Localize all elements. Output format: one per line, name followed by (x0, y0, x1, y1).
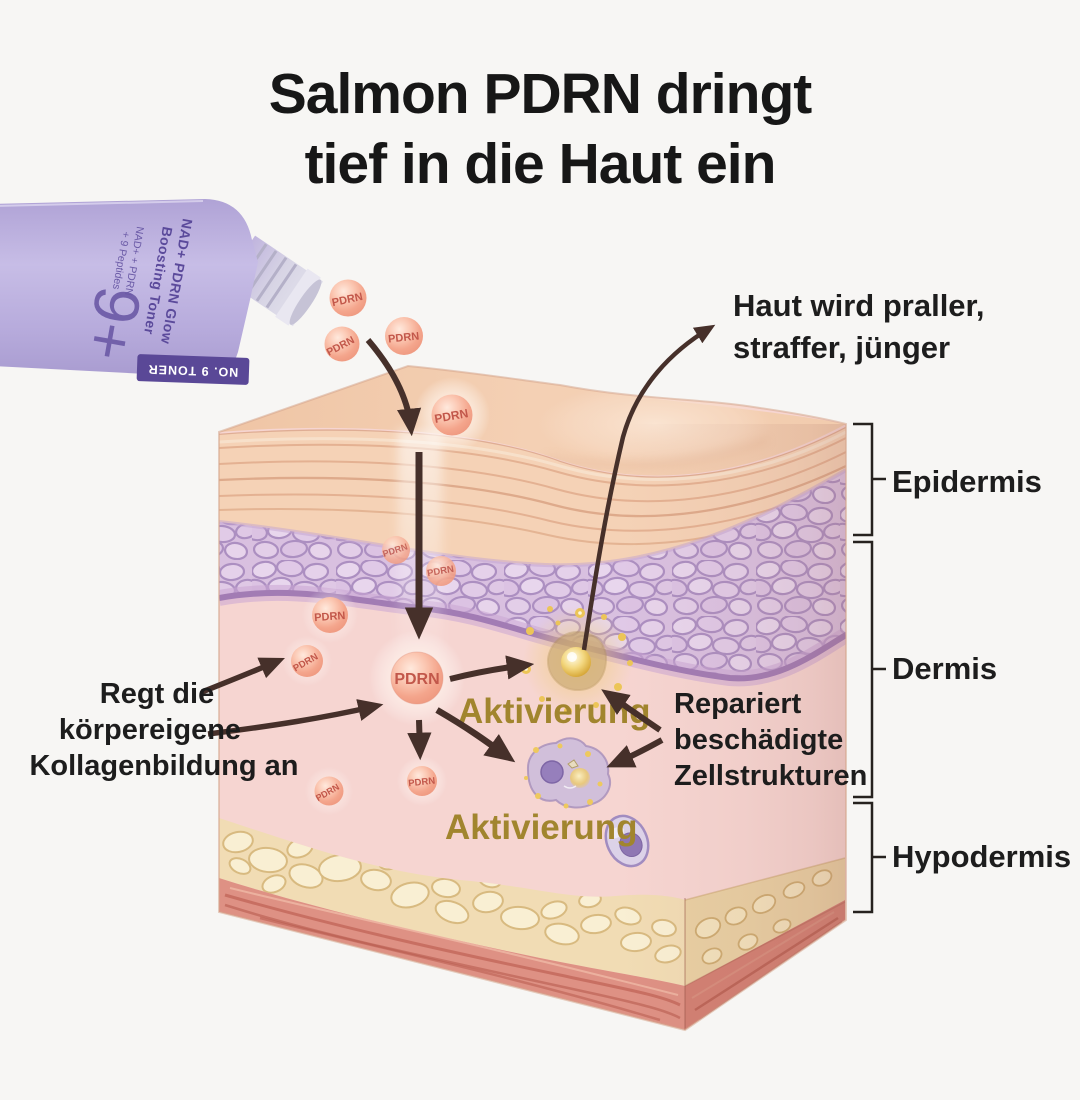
pdrn-molecule: PDRN (385, 317, 423, 355)
damaged-cell (524, 737, 611, 809)
arrow-repair-2-icon (606, 737, 664, 768)
arrow-repair-1-icon (601, 689, 662, 733)
bracket-dermis (853, 540, 886, 799)
repair-line-1: Repariert (674, 688, 802, 720)
skin-block (218, 364, 847, 1032)
pdrn-molecule-main: PDRN (369, 630, 465, 726)
layer-brackets (853, 422, 886, 914)
annotation-result: Haut wird praller, straffer, jünger (733, 288, 985, 365)
pdrn-molecule: PDRN (324, 326, 360, 362)
arrow-result-icon (581, 324, 716, 651)
page-title: Salmon PDRN dringt tief in die Haut ein (269, 62, 814, 196)
svg-text:PDRN: PDRN (426, 564, 455, 580)
collagen-line-3: Kollagenbildung an (29, 750, 298, 782)
fibroblast-cell (521, 606, 633, 716)
pdrn-molecule: PDRN (426, 556, 456, 586)
svg-text:PDRN: PDRN (408, 776, 436, 790)
skin-block-outline (218, 364, 847, 1032)
svg-text:PDRN: PDRN (314, 610, 346, 624)
activation-label-bottom: Aktivierung (445, 808, 638, 847)
title-line-2: tief in die Haut ein (305, 132, 776, 196)
arrow-pour-icon (365, 338, 422, 437)
bracket-epidermis (853, 422, 886, 537)
repair-line-3: Zellstrukturen (674, 760, 867, 792)
flow-arrows (200, 324, 716, 768)
repair-sparkles (524, 743, 603, 809)
svg-text:PDRN: PDRN (388, 330, 420, 345)
arrow-collagen-2-icon (207, 699, 384, 737)
annotation-collagen: Regt die körpereigene Kollagenbildung an (29, 678, 298, 782)
result-line-2: straffer, jünger (733, 330, 950, 365)
arrow-to-damaged-cell-icon (435, 707, 516, 763)
arrow-down-small-icon (407, 719, 432, 761)
pdrn-molecule: PDRN (282, 636, 332, 686)
collagen-line-2: körpereigene (59, 714, 241, 746)
bottle-body (0, 199, 258, 377)
bottle-highlight (0, 200, 204, 207)
svg-text:PDRN: PDRN (433, 406, 469, 426)
arrow-collagen-1-icon (200, 657, 285, 695)
label-epidermis: Epidermis (892, 464, 1042, 499)
bottle-badge-label: NO. 9 TONER (147, 362, 238, 379)
pdrn-molecule: PDRN (397, 756, 447, 806)
pdrn-molecule: PDRN (414, 377, 490, 453)
collagen-line-1: Regt die (100, 678, 214, 710)
title-line-1: Salmon PDRN dringt (269, 62, 813, 126)
bottle-badge: NO. 9 TONER (136, 354, 250, 385)
result-line-1: Haut wird praller, (733, 288, 985, 323)
toner-bottle: NAD+ PDRN Glow Boosting Toner NAD+ + PDR… (0, 199, 324, 385)
label-hypodermis: Hypodermis (892, 839, 1071, 874)
label-dermis: Dermis (892, 651, 997, 686)
pdrn-molecule: PDRN (302, 587, 358, 643)
pdrn-molecule: PDRN (329, 279, 367, 317)
skin-cell (604, 814, 650, 868)
pdrn-molecule: PDRN (305, 767, 353, 815)
bracket-hypodermis (853, 801, 886, 914)
activation-label-top: Aktivierung (458, 692, 651, 731)
annotation-repair: Repariert beschädigte Zellstrukturen (674, 688, 867, 792)
bottle-logo: 9+ (72, 282, 156, 366)
pdrn-molecule: PDRN (381, 536, 410, 564)
svg-text:PDRN: PDRN (394, 671, 439, 688)
arrow-to-fibroblast-icon (449, 655, 535, 682)
repair-line-2: beschädigte (674, 724, 843, 756)
